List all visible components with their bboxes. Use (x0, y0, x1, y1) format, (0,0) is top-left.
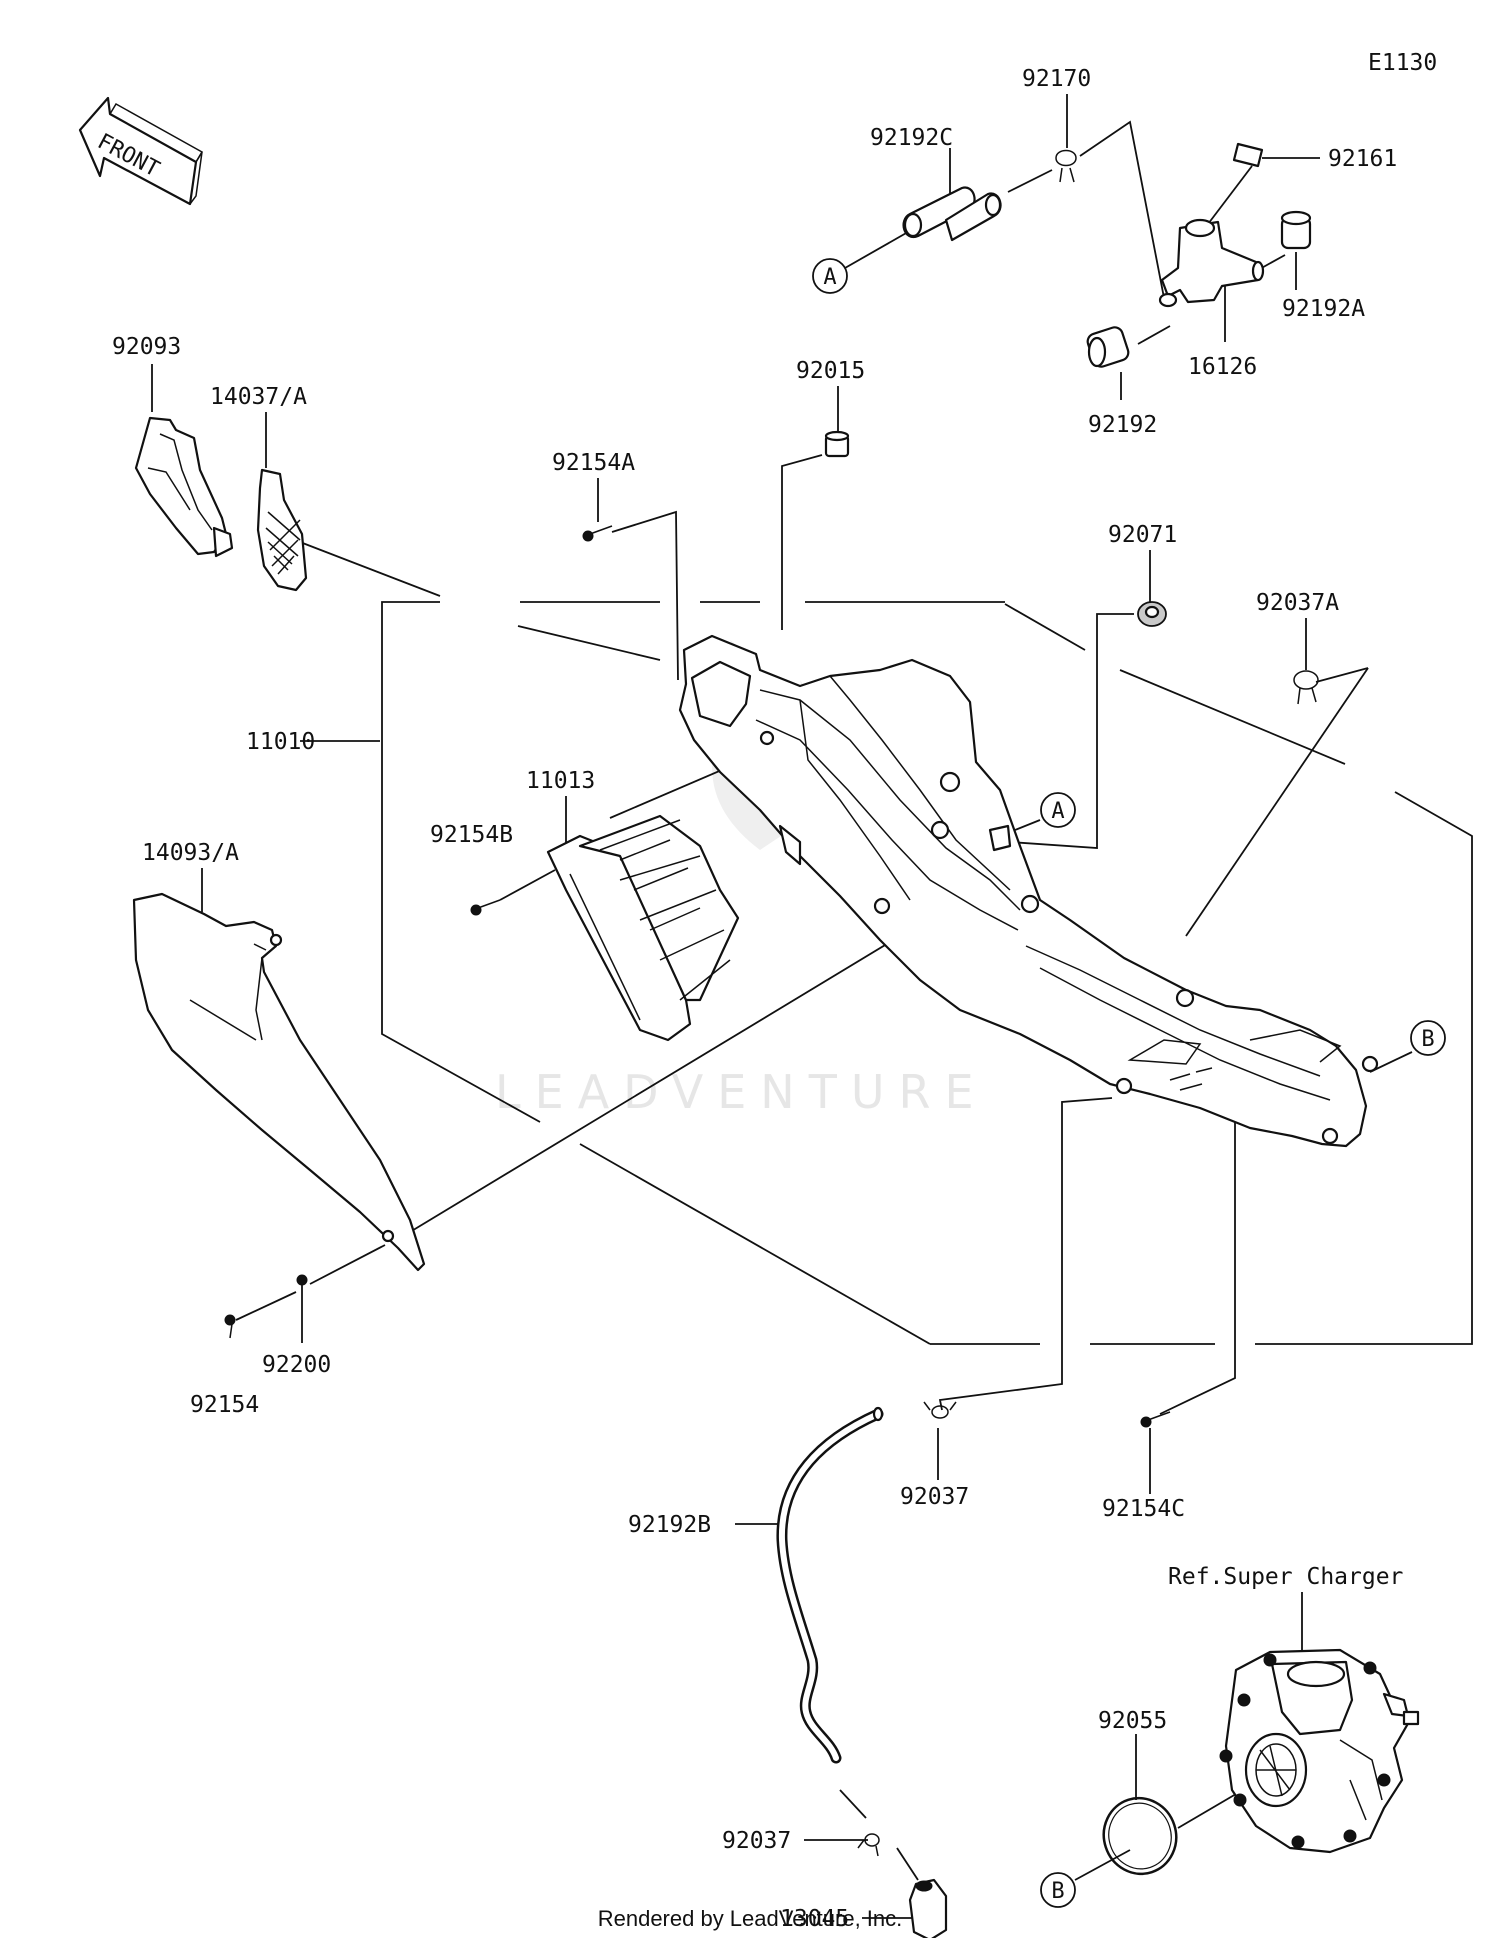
hose-92192a-part (1280, 210, 1312, 250)
bracket-92093-part (134, 416, 234, 558)
part-label-14037a: 14037/A (210, 384, 307, 410)
oring-92055-part (1102, 1796, 1178, 1876)
front-arrow-icon: FRONT (78, 96, 204, 206)
part-label-92192c: 92192C (870, 125, 953, 151)
washer-92200-part (296, 1274, 308, 1286)
callout-circle-a-mid: A (1040, 792, 1076, 828)
part-label-92170: 92170 (1022, 66, 1091, 92)
clip-92037-bottom-part (857, 1833, 880, 1857)
svg-text:B: B (1421, 1027, 1434, 1052)
clip-92037a-part (1293, 670, 1319, 705)
part-label-92037-bottom: 92037 (722, 1828, 791, 1854)
svg-text:B: B (1051, 1879, 1064, 1904)
part-label-16126: 16126 (1188, 354, 1257, 380)
part-label-92192b: 92192B (628, 1512, 711, 1538)
part-label-92192: 92192 (1088, 412, 1157, 438)
cover-14093a-part (132, 892, 426, 1272)
part-label-92015: 92015 (796, 358, 865, 384)
part-label-14093a: 14093/A (142, 840, 239, 866)
part-label-11010: 11010 (246, 729, 315, 755)
part-label-92055: 92055 (1098, 1708, 1167, 1734)
part-label-92154c: 92154C (1102, 1496, 1185, 1522)
cap-92161-part (1232, 142, 1264, 168)
reference-label: Ref.Super Charger (1168, 1564, 1403, 1590)
part-label-11013: 11013 (526, 768, 595, 794)
svg-text:A: A (1051, 799, 1064, 824)
part-label-92161: 92161 (1328, 146, 1397, 172)
part-label-92071: 92071 (1108, 522, 1177, 548)
part-label-92037: 92037 (900, 1484, 969, 1510)
air-duct-11010-part (678, 634, 1379, 1148)
clip-92037-part (923, 1401, 957, 1419)
bolt-92154-part (224, 1314, 236, 1339)
clip-92170-part (1055, 149, 1077, 183)
part-labels: 92170 92192C 92161 92192A 16126 92192 92… (112, 66, 1403, 1932)
leader-lines (151, 94, 1473, 1919)
hose-92192b-part (776, 1406, 884, 1764)
part-drawings (132, 142, 1420, 1942)
diagram-code: E1130 (1368, 50, 1437, 76)
filter-11013-part (546, 814, 740, 1042)
watermark-text: LEADVENTURE (495, 1065, 988, 1119)
bolt-92154a-part (582, 525, 613, 542)
part-label-92093: 92093 (112, 334, 181, 360)
part-label-92037a: 92037A (1256, 590, 1339, 616)
part-label-92200: 92200 (262, 1352, 331, 1378)
cap-13045-part (908, 1878, 948, 1942)
bolt-92154c-part (1140, 1411, 1171, 1428)
svg-text:A: A (823, 265, 836, 290)
callout-circle-a-top: A (812, 258, 848, 294)
mesh-14037a-part (256, 468, 308, 592)
part-label-92154: 92154 (190, 1392, 259, 1418)
hose-92192c-part (902, 186, 1002, 242)
bolt-92154b-part (470, 899, 501, 916)
callout-circle-b-right: B (1410, 1020, 1446, 1056)
hose-92192-part (1086, 326, 1130, 368)
part-label-13045: 13045 (780, 1906, 849, 1932)
part-label-92154b: 92154B (430, 822, 513, 848)
part-label-92192a: 92192A (1282, 296, 1365, 322)
footer-credit: Rendered by LeadVenture, Inc. (598, 1906, 903, 1931)
grommet-92071-part (1137, 601, 1167, 627)
callout-circle-b-bottom: B (1040, 1872, 1076, 1908)
grommet-92015-part (824, 430, 850, 458)
part-label-92154a: 92154A (552, 450, 635, 476)
super-charger-part (1219, 1648, 1420, 1854)
joint-16126-part (1158, 218, 1265, 308)
